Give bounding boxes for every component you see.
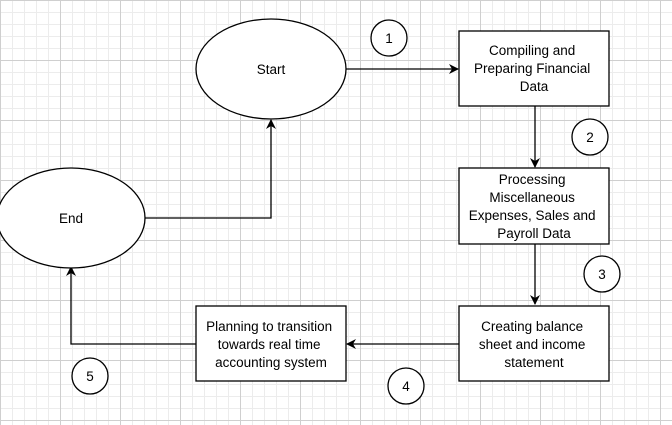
step-badge-1: 1 — [370, 19, 408, 57]
step-badge-1-label: 1 — [385, 31, 393, 46]
node-processing-label: Processing Miscellaneous Expenses, Sales… — [469, 172, 600, 241]
connectors — [66, 64, 540, 349]
connector-planning-to-end — [66, 266, 196, 345]
step-badge-2-label: 2 — [586, 130, 594, 145]
step-badge-4: 4 — [387, 367, 425, 405]
node-compiling-label: Compiling and Preparing Financial Data — [474, 43, 594, 94]
node-planning-transition: Planning to transition towards real time… — [195, 305, 347, 382]
node-end-label: End — [59, 211, 83, 226]
node-end: End — [0, 167, 146, 269]
node-balance-sheet-label: Creating balance sheet and income statem… — [479, 319, 589, 370]
connector-end-to-start — [145, 119, 276, 219]
node-start-label: Start — [257, 62, 286, 77]
node-planning-label: Planning to transition towards real time… — [206, 319, 336, 370]
step-badge-4-label: 4 — [402, 379, 410, 394]
step-badge-3: 3 — [583, 255, 621, 293]
step-badge-5: 5 — [71, 357, 109, 395]
node-compiling-financial-data: Compiling and Preparing Financial Data — [458, 30, 610, 107]
node-processing-data: Processing Miscellaneous Expenses, Sales… — [458, 167, 610, 245]
step-badge-5-label: 5 — [86, 369, 94, 384]
node-start: Start — [195, 18, 347, 120]
step-badge-3-label: 3 — [598, 267, 606, 282]
node-creating-balance-sheet: Creating balance sheet and income statem… — [458, 305, 610, 382]
step-badge-2: 2 — [571, 118, 609, 156]
